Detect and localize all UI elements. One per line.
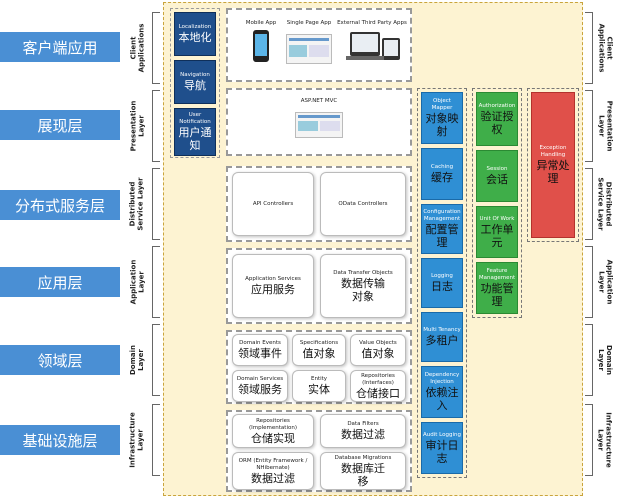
cross-cutting-blue-column [417,88,467,478]
left-label-domain: Domain Layer [129,344,145,376]
layer-tag-domain: 领域层 [0,345,120,375]
left-label-client: Client Applications [129,23,146,73]
repository-interfaces-card: Repositories (Interfaces)仓储接口 [350,370,406,402]
right-brace [585,324,593,396]
left-brace [152,90,160,162]
right-brace [585,246,593,318]
left-brace [152,246,160,318]
external-devices-image [346,30,402,64]
layer-tag-infrastructure: 基础设施层 [0,425,120,455]
layer-tag-label: 分布式服务层 [14,196,105,215]
right-label-domain: Domain Layer [597,344,613,376]
cross-cutting-ui-column [170,8,220,158]
orm-card: ORM (Entity Framework / NHibernate)数据过滤 [232,452,314,490]
layer-tag-label: 展现层 [37,116,83,135]
mobile-app-label: Mobile App [245,20,277,26]
api-controllers-card: API Controllers [232,172,314,236]
layer-tag-distributed: 分布式服务层 [0,190,120,220]
left-label-application: Application Layer [129,259,145,305]
aspnet-mvc-label: ASP.NET MVC [300,98,338,104]
left-brace [152,324,160,396]
spa-screenshot-image [286,34,332,64]
layer-tag-label: 应用层 [37,273,83,292]
left-label-infrastructure: Infrastructure Layer [129,412,145,468]
left-brace [152,12,160,84]
layer-tag-label: 客户端应用 [22,38,98,57]
layer-tag-presentation: 展现层 [0,110,120,140]
left-brace [152,168,160,240]
left-label-presentation: Presentation Layer [129,100,145,152]
right-brace [585,404,593,476]
mobile-phone-image [253,30,269,62]
left-brace [152,404,160,476]
layer-tag-label: 领域层 [37,351,83,370]
layer-tag-application: 应用层 [0,267,120,297]
left-label-distributed: Distributed Service Layer [129,177,145,231]
right-brace [585,168,593,240]
right-label-distributed: Distributed Service Layer [597,177,613,231]
layer-tag-label: 基础设施层 [22,431,98,450]
right-label-application: Application Layer [597,259,613,305]
right-label-client: Client Applications [597,23,614,73]
right-brace [585,12,593,84]
right-label-infrastructure: Infrastructure Layer [597,412,613,468]
cross-cutting-green-column [472,88,522,318]
right-brace [585,90,593,162]
external-apps-label: External Third Party Apps [337,20,407,26]
spa-label: Single Page App [286,20,332,26]
right-label-presentation: Presentation Layer [597,100,613,152]
repositories-impl-card: Repositories (Implementation)仓储实现 [232,414,314,448]
odata-controllers-card: OData Controllers [320,172,406,236]
layer-tag-client: 客户端应用 [0,32,120,62]
cross-cutting-red-column [527,88,579,242]
mvc-screenshot-image [295,112,343,138]
